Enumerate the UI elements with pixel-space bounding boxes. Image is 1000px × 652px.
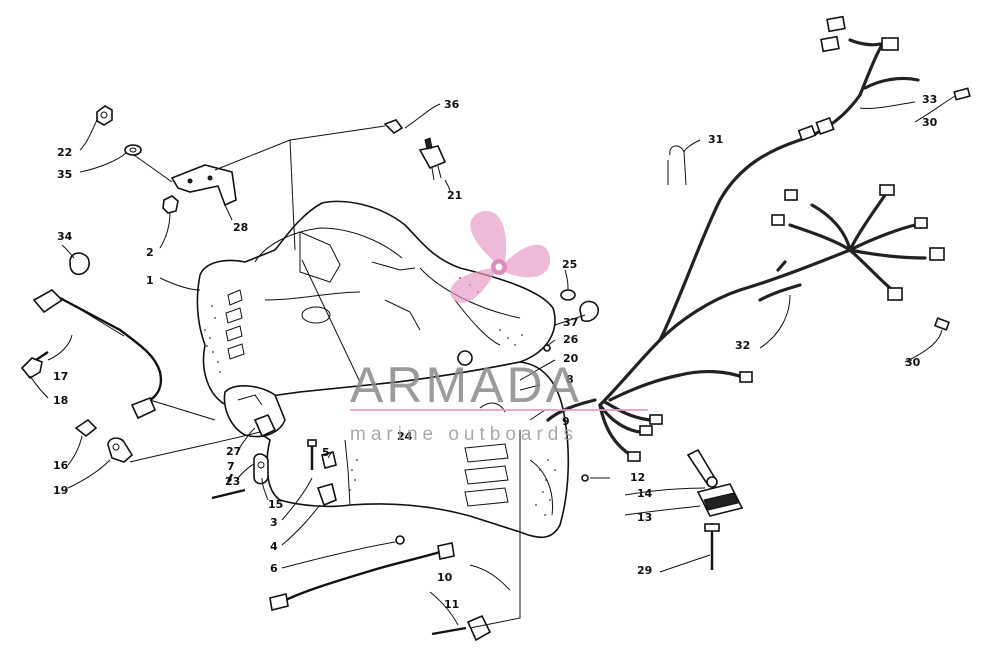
callout-12: 12 — [630, 471, 645, 484]
callout-1: 1 — [146, 274, 154, 287]
propeller-logo-icon — [450, 210, 551, 303]
callout-30-top: 30 — [922, 116, 938, 129]
cap-34 — [69, 252, 90, 276]
callout-26: 26 — [563, 333, 579, 346]
screw-6 — [395, 535, 405, 545]
nut-22 — [96, 105, 113, 126]
washer-35 — [124, 144, 142, 156]
callout-33: 33 — [922, 93, 937, 106]
regulator-13 — [696, 483, 744, 517]
callout-16: 16 — [53, 459, 69, 472]
callout-labels: 1 2 3 4 5 6 7 8 9 10 11 12 13 14 15 16 1… — [53, 93, 938, 611]
hood-assembly — [196, 200, 570, 539]
washer-25 — [560, 289, 576, 301]
leader-lines — [29, 95, 956, 629]
callout-15: 15 — [268, 498, 283, 511]
cable-10 — [269, 542, 455, 611]
callout-30-bottom: 30 — [905, 356, 921, 369]
cap-16 — [74, 418, 98, 438]
callout-23: 23 — [225, 475, 240, 488]
choke-cable-17 — [32, 289, 163, 420]
callout-20: 20 — [563, 352, 579, 365]
clamp-15 — [253, 453, 269, 485]
callout-37: 37 — [563, 316, 578, 329]
relay-5 — [321, 451, 337, 469]
callout-17: 17 — [53, 370, 68, 383]
callout-9: 9 — [562, 415, 570, 428]
watermark: ARMADA marine outboards — [350, 210, 648, 445]
callout-34: 34 — [57, 230, 73, 243]
switch-21 — [418, 137, 447, 181]
callout-24: 24 — [397, 430, 413, 443]
clip-4 — [316, 483, 337, 507]
callout-3: 3 — [270, 516, 278, 529]
fastener-3 — [307, 439, 317, 470]
callout-2: 2 — [146, 246, 154, 259]
switch-19 — [107, 437, 134, 463]
wiring-harness — [546, 15, 971, 462]
callout-29: 29 — [637, 564, 652, 577]
switch-11 — [431, 614, 492, 642]
callout-14: 14 — [637, 487, 653, 500]
callout-25: 25 — [562, 258, 577, 271]
callout-35: 35 — [57, 168, 72, 181]
bracket-27 — [253, 413, 277, 438]
callout-28: 28 — [233, 221, 248, 234]
callout-6: 6 — [270, 562, 278, 575]
grommet-2 — [162, 195, 179, 214]
key-18 — [20, 351, 49, 380]
callout-5: 5 — [322, 446, 330, 459]
callout-22: 22 — [57, 146, 72, 159]
callout-21: 21 — [447, 189, 462, 202]
callout-32: 32 — [735, 339, 750, 352]
callout-31: 31 — [708, 133, 723, 146]
watermark-brand: ARMADA — [350, 357, 582, 413]
callout-19: 19 — [53, 484, 68, 497]
screw-12 — [581, 474, 589, 482]
terminal-14 — [686, 448, 718, 488]
callout-36: 36 — [444, 98, 460, 111]
bracket-28 — [170, 164, 237, 207]
callout-10: 10 — [437, 571, 453, 584]
screw-26 — [543, 344, 551, 352]
callout-4: 4 — [270, 540, 278, 553]
clip-36 — [383, 119, 404, 135]
callout-11: 11 — [444, 598, 459, 611]
callout-13: 13 — [637, 511, 652, 524]
callout-7: 7 — [227, 460, 235, 473]
bolt-29 — [704, 523, 720, 570]
grommet-37 — [579, 300, 599, 323]
watermark-tagline: marine outboards — [350, 424, 578, 445]
screw-23 — [211, 473, 246, 500]
callout-8: 8 — [566, 373, 574, 386]
callout-18: 18 — [53, 394, 68, 407]
callout-27: 27 — [226, 445, 241, 458]
